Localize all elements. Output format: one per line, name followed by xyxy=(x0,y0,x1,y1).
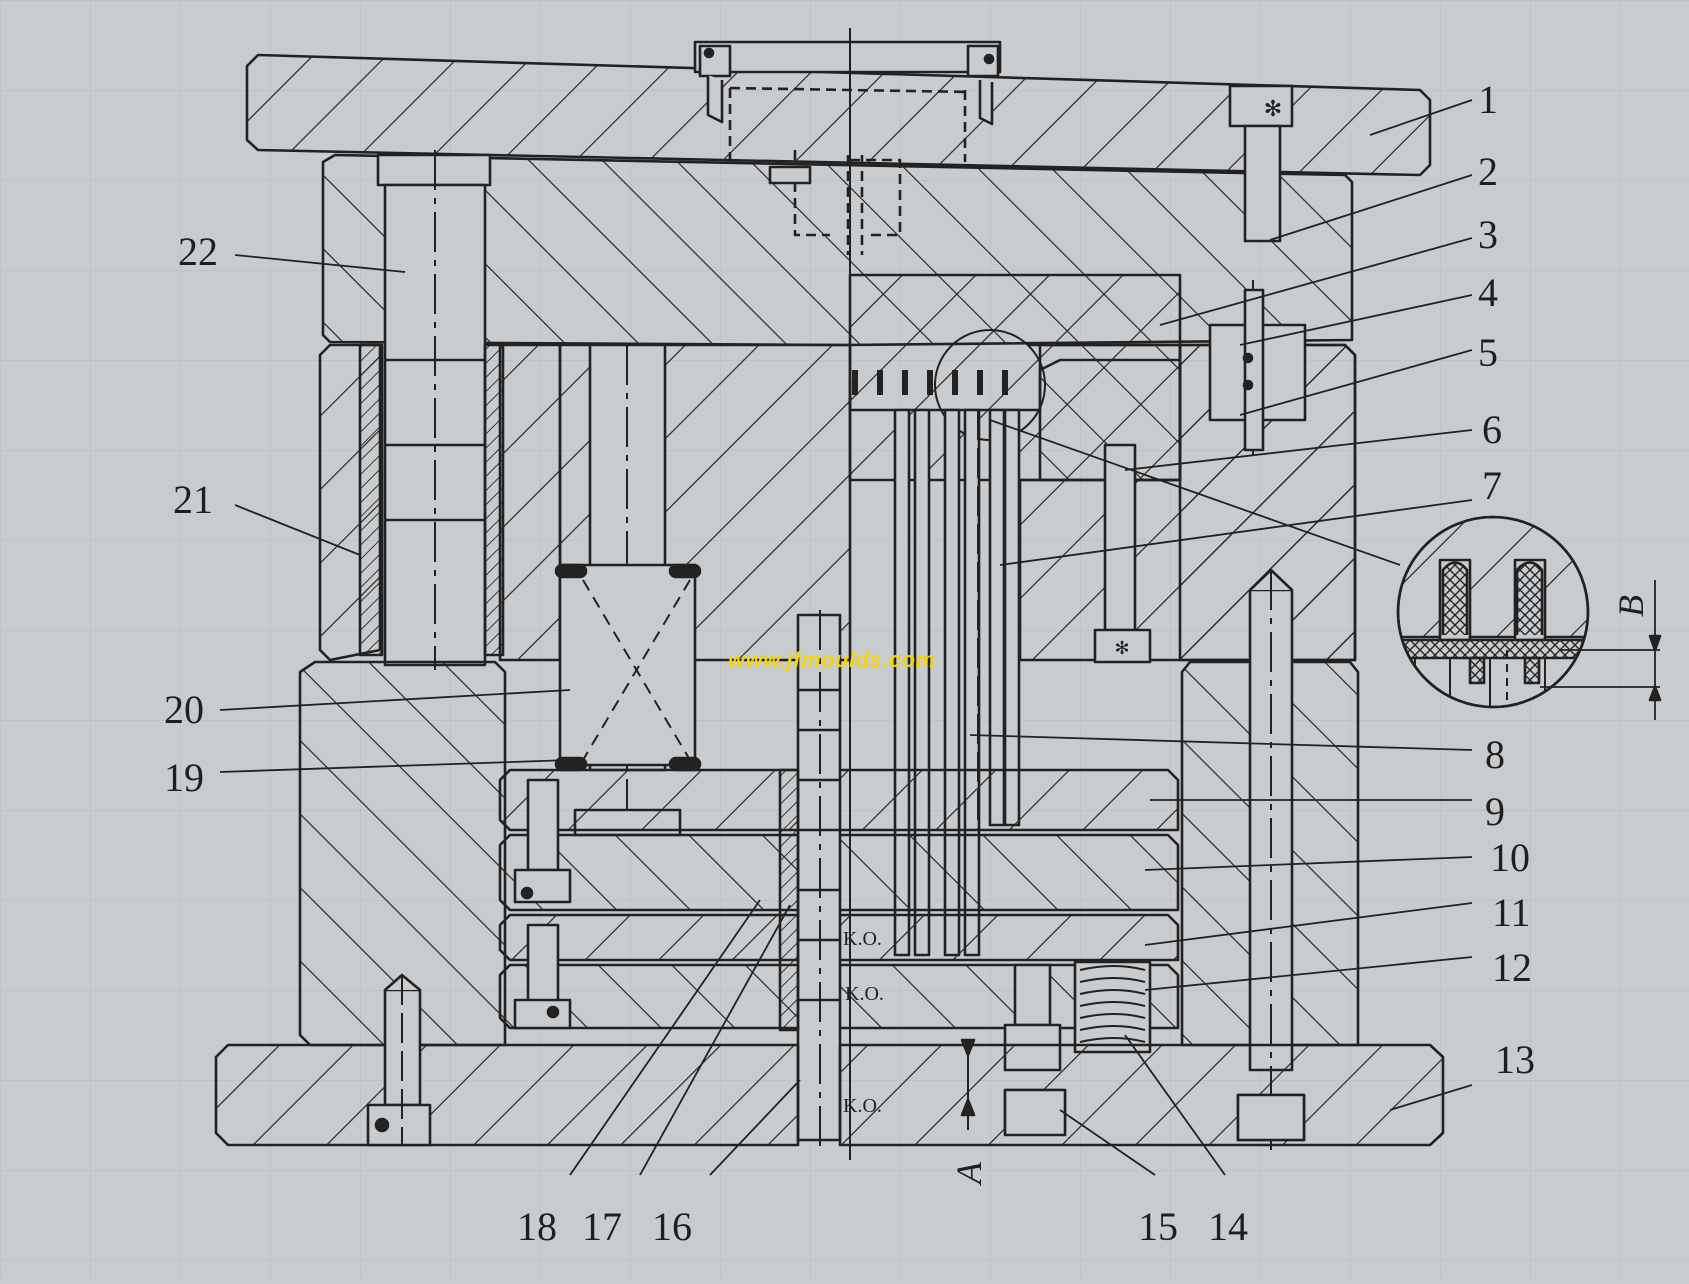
part-16-ejector-rod xyxy=(778,610,842,1150)
label-part-17: 17 xyxy=(582,1204,622,1249)
part-14-spring xyxy=(1073,960,1152,1054)
ko-label-2: K.O. xyxy=(845,983,884,1005)
label-part-13: 13 xyxy=(1495,1037,1535,1082)
part-4-cavity-insert xyxy=(1038,343,1182,482)
ko-label-3: K.O. xyxy=(843,1095,882,1117)
leader-lines xyxy=(219,99,1473,1176)
dimension-label-b: B xyxy=(1611,595,1651,617)
label-part-3: 3 xyxy=(1478,212,1498,257)
label-part-1: 1 xyxy=(1478,77,1498,122)
part-13-bottom-clamp-plate xyxy=(214,1043,1445,1147)
label-part-5: 5 xyxy=(1478,330,1498,375)
label-part-22: 22 xyxy=(178,229,218,274)
label-part-8: 8 xyxy=(1485,732,1505,777)
svg-text:✻: ✻ xyxy=(1264,96,1282,121)
label-part-6: 6 xyxy=(1482,407,1502,452)
label-part-2: 2 xyxy=(1478,149,1498,194)
label-part-11: 11 xyxy=(1492,890,1531,935)
part-6-return-pin: ✻ xyxy=(1093,443,1152,664)
part-1-top-clamp-plate xyxy=(245,53,1432,177)
ejector-plate-screws xyxy=(513,778,572,1030)
label-part-12: 12 xyxy=(1492,945,1532,990)
bottom-left-screw xyxy=(366,973,432,1147)
part-21-guide-bush xyxy=(318,343,562,662)
part-1-clamp-screw: ✻ xyxy=(1228,84,1294,243)
dimension-label-a: A xyxy=(949,1162,989,1184)
watermark: www.jfmoulds.com xyxy=(728,647,936,672)
label-part-4: 4 xyxy=(1478,270,1498,315)
label-part-9: 9 xyxy=(1485,789,1505,834)
svg-text:✻: ✻ xyxy=(1114,638,1129,658)
label-part-15: 15 xyxy=(1138,1204,1178,1249)
part-22-guide-pin xyxy=(376,150,492,670)
label-part-18: 18 xyxy=(517,1204,557,1249)
label-part-10: 10 xyxy=(1490,835,1530,880)
dimension-a xyxy=(960,1038,976,1130)
label-part-14: 14 xyxy=(1208,1204,1248,1249)
ko-label-1: K.O. xyxy=(843,928,882,950)
label-part-7: 7 xyxy=(1482,463,1502,508)
part-20-support-pillar xyxy=(554,343,702,840)
label-part-21: 21 xyxy=(173,477,213,522)
label-part-19: 19 xyxy=(164,755,204,800)
label-part-16: 16 xyxy=(652,1204,692,1249)
label-part-20: 20 xyxy=(164,687,204,732)
